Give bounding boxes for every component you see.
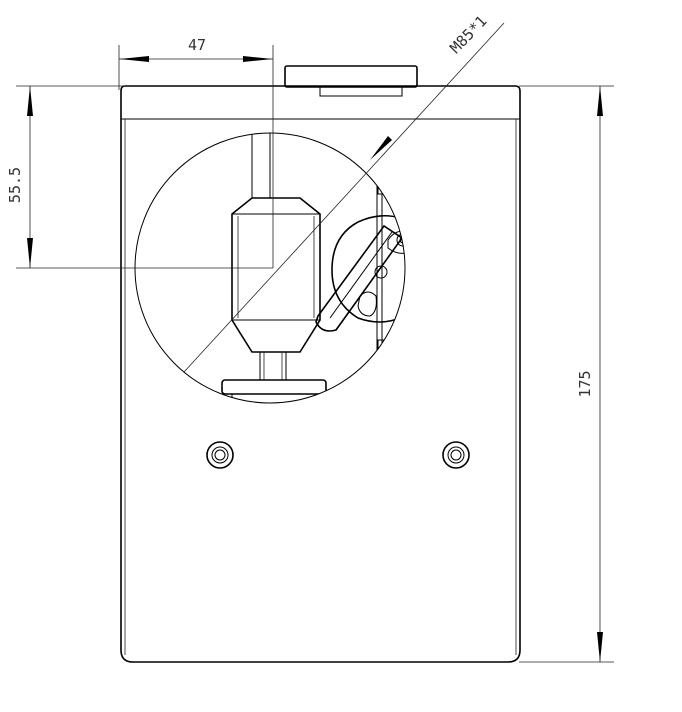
thread-callout-label: M85*1 [446, 12, 490, 57]
dimension-overall-height: 175 [519, 85, 614, 663]
dimension-top-width: 47 [118, 36, 274, 268]
viewing-window [134, 132, 406, 404]
base-flange [221, 379, 327, 403]
lower-stem [259, 351, 287, 381]
dimension-overall-height-label: 175 [576, 370, 594, 397]
dimension-top-width-label: 47 [188, 36, 206, 54]
nozzle-body [231, 197, 321, 353]
top-cap [284, 65, 418, 97]
dimension-left-height: 55.5 [6, 85, 273, 269]
mounting-screw-right [442, 441, 470, 469]
dimension-left-height-label: 55.5 [6, 167, 24, 203]
valve-mechanism [315, 160, 405, 400]
enclosure-body [120, 85, 521, 663]
mounting-screw-left [206, 441, 234, 469]
